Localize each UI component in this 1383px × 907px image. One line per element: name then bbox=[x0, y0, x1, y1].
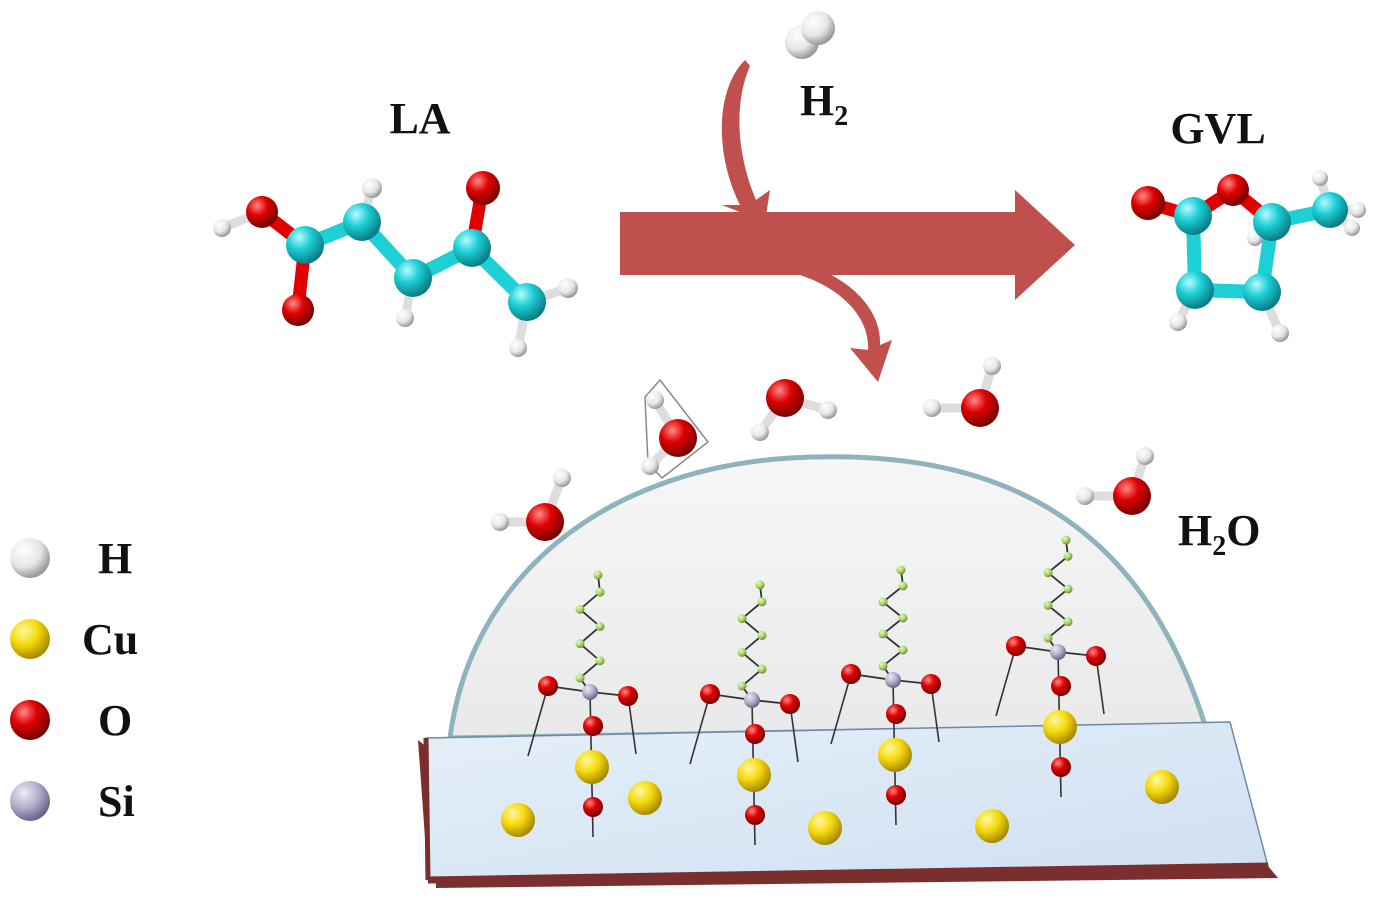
silicon-atom bbox=[885, 672, 901, 688]
oxygen-atom bbox=[618, 686, 638, 706]
anchor-bond bbox=[527, 685, 549, 757]
chain-carbon bbox=[1063, 584, 1073, 594]
chain-carbon bbox=[1043, 568, 1053, 578]
la-molecule bbox=[213, 171, 578, 357]
chain-carbon bbox=[575, 639, 585, 649]
legend: H Cu O Si bbox=[10, 534, 138, 826]
chain-carbon bbox=[575, 604, 585, 614]
chain-carbon bbox=[737, 614, 747, 624]
chain-carbon bbox=[878, 597, 888, 607]
copper-atom bbox=[1043, 710, 1077, 744]
chain-carbon bbox=[757, 664, 767, 674]
silicon-atom bbox=[744, 692, 760, 708]
dome bbox=[447, 454, 1209, 741]
svg-text:H: H bbox=[98, 534, 132, 583]
la-label: LA bbox=[389, 94, 450, 143]
water-molecule bbox=[1076, 447, 1154, 515]
chain-carbon bbox=[896, 565, 906, 575]
anchor-bond bbox=[830, 673, 852, 745]
water-label: H2O bbox=[1178, 506, 1260, 562]
hydrogen-atom-icon bbox=[10, 538, 50, 578]
water-molecule bbox=[641, 378, 710, 480]
water-molecule bbox=[491, 469, 571, 541]
chain-carbon bbox=[1043, 633, 1053, 643]
reaction-arrow bbox=[620, 190, 1075, 300]
chain-carbon bbox=[878, 661, 888, 671]
h2-curved-arrow bbox=[721, 60, 770, 222]
chain-carbon bbox=[737, 681, 747, 691]
svg-text:O: O bbox=[98, 696, 132, 745]
chain-carbon bbox=[595, 587, 605, 597]
chain-carbon bbox=[898, 645, 908, 655]
silane-chains bbox=[527, 535, 1106, 846]
oxygen-atom bbox=[583, 797, 603, 817]
oxygen-atom bbox=[745, 805, 765, 825]
chain-carbon bbox=[1043, 600, 1053, 610]
oxygen-atom bbox=[1051, 676, 1071, 696]
chain-carbon bbox=[898, 581, 908, 591]
chain-carbon bbox=[1061, 535, 1071, 545]
copper-atom bbox=[575, 750, 609, 784]
chain-carbon bbox=[757, 597, 767, 607]
chain-carbon bbox=[878, 629, 888, 639]
support-plate-edge bbox=[418, 740, 1278, 888]
oxygen-atom bbox=[700, 684, 720, 704]
silicon-atom bbox=[1050, 644, 1066, 660]
silane-chain bbox=[689, 580, 800, 846]
oxygen-atom bbox=[841, 664, 861, 684]
gvl-label: GVL bbox=[1170, 104, 1265, 153]
chain-carbon bbox=[755, 580, 765, 590]
silane-chain bbox=[995, 535, 1106, 798]
h2-molecule bbox=[785, 11, 835, 59]
chain-carbon bbox=[757, 631, 767, 640]
anchor-bond bbox=[995, 645, 1017, 717]
chain-carbon bbox=[595, 656, 605, 666]
copper-atom bbox=[737, 758, 771, 792]
copper-atom-icon bbox=[10, 619, 50, 659]
chain-carbon bbox=[595, 622, 605, 631]
silicon-atom-icon bbox=[10, 781, 50, 821]
silicon-atom bbox=[582, 684, 598, 700]
oxygen-atom bbox=[1006, 636, 1026, 656]
oxygen-atom bbox=[780, 694, 800, 714]
water-molecule bbox=[923, 357, 1001, 427]
oxygen-atom-icon bbox=[10, 700, 50, 740]
svg-text:Si: Si bbox=[98, 777, 135, 826]
oxygen-atom bbox=[1051, 757, 1071, 777]
chain-carbon bbox=[1063, 617, 1073, 627]
chain-carbon bbox=[1063, 551, 1073, 561]
support-plate bbox=[425, 721, 1269, 881]
oxygen-atom bbox=[921, 674, 941, 694]
oxygen-atom bbox=[1086, 646, 1106, 666]
chain-carbon bbox=[575, 673, 585, 683]
silane-chain bbox=[830, 565, 941, 826]
water-molecule bbox=[751, 379, 837, 441]
silane-chain bbox=[527, 570, 638, 838]
legend-item-o: O bbox=[10, 696, 132, 745]
legend-item-cu: Cu bbox=[10, 615, 138, 664]
h2-label: H2 bbox=[800, 76, 848, 132]
surface-copper-atoms bbox=[501, 770, 1179, 845]
legend-item-si: Si bbox=[10, 777, 135, 826]
chain-carbon bbox=[898, 613, 908, 623]
oxygen-atom bbox=[745, 724, 765, 744]
chain-carbon bbox=[737, 647, 747, 657]
copper-atom bbox=[878, 738, 912, 772]
oxygen-atom bbox=[886, 785, 906, 805]
anchor-bond bbox=[689, 693, 711, 765]
svg-text:Cu: Cu bbox=[82, 615, 138, 664]
legend-item-h: H bbox=[10, 534, 132, 583]
chain-carbon bbox=[593, 570, 603, 580]
oxygen-atom bbox=[886, 704, 906, 724]
oxygen-atom bbox=[583, 716, 603, 736]
oxygen-atom bbox=[538, 676, 558, 696]
gvl-molecule bbox=[1131, 170, 1366, 342]
water-curved-arrow bbox=[800, 268, 892, 382]
